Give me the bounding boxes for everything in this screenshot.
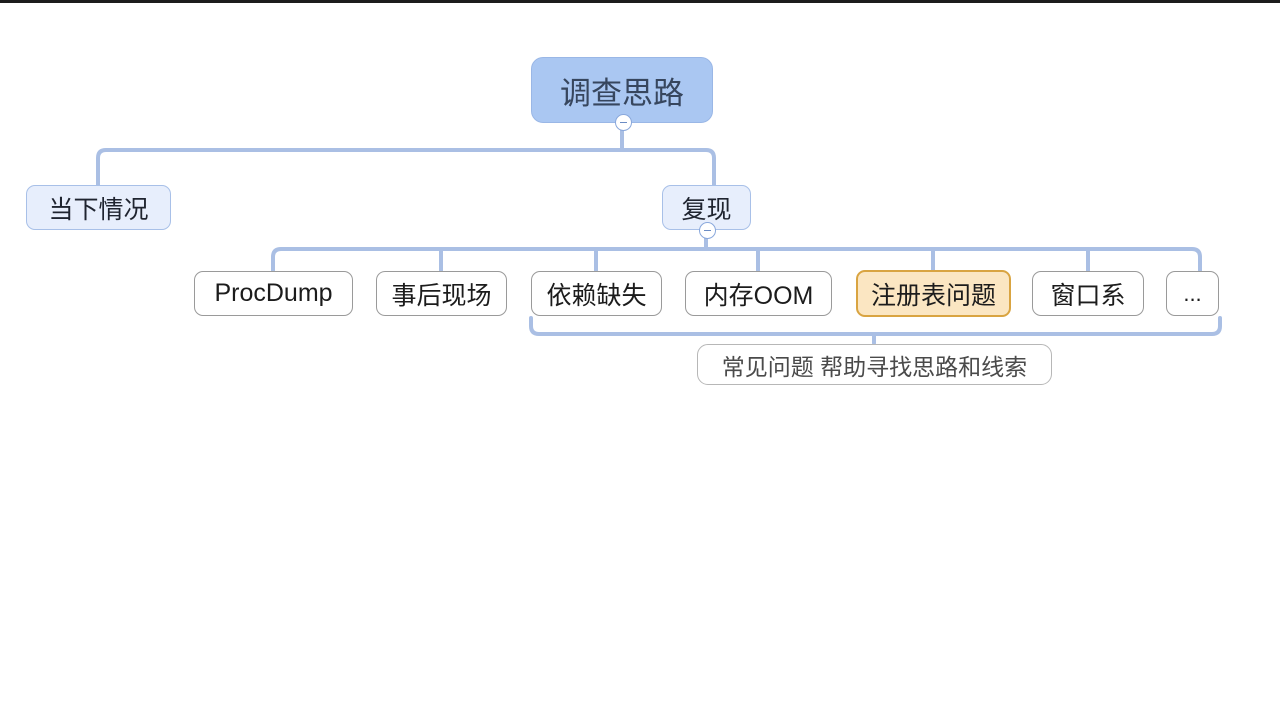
- node-branch-current-status-label: 当下情况: [48, 195, 149, 224]
- node-leaf-more[interactable]: ...: [1166, 271, 1219, 316]
- node-leaf-registry-issue-label: 注册表问题: [870, 281, 996, 310]
- edge-bus-to-leaves: [271, 247, 1202, 273]
- node-leaf-postmortem-scene[interactable]: 事后现场: [376, 271, 507, 316]
- node-leaf-missing-dependency[interactable]: 依赖缺失: [531, 271, 662, 316]
- node-leaf-postmortem-scene-label: 事后现场: [391, 281, 492, 310]
- edge-root-to-branches: [96, 148, 716, 187]
- node-leaf-window-system-label: 窗口系: [1050, 281, 1126, 310]
- node-root-label: 调查思路: [560, 75, 684, 111]
- node-leaf-procdump-label: ProcDump: [214, 279, 333, 307]
- node-root[interactable]: 调查思路: [531, 57, 713, 123]
- node-leaf-memory-oom-label: 内存OOM: [703, 281, 814, 310]
- node-leaf-more-label: ...: [1183, 280, 1202, 306]
- node-leaf-registry-issue[interactable]: 注册表问题: [856, 270, 1011, 317]
- top-edge-strip: [0, 0, 1280, 3]
- node-branch-current-status[interactable]: 当下情况: [26, 185, 171, 230]
- node-leaf-memory-oom[interactable]: 内存OOM: [685, 271, 832, 316]
- node-leaf-window-system[interactable]: 窗口系: [1032, 271, 1144, 316]
- node-leaf-missing-dependency-label: 依赖缺失: [546, 281, 647, 310]
- collapse-badge-root[interactable]: [615, 114, 632, 131]
- node-summary-note-label: 常见问题 帮助寻找思路和线索: [721, 353, 1028, 380]
- summary-bracket: [529, 316, 1222, 336]
- collapse-badge-reproduce[interactable]: [699, 222, 716, 239]
- node-summary-note[interactable]: 常见问题 帮助寻找思路和线索: [697, 344, 1052, 385]
- node-leaf-procdump[interactable]: ProcDump: [194, 271, 353, 316]
- node-branch-reproduce-label: 复现: [681, 195, 732, 224]
